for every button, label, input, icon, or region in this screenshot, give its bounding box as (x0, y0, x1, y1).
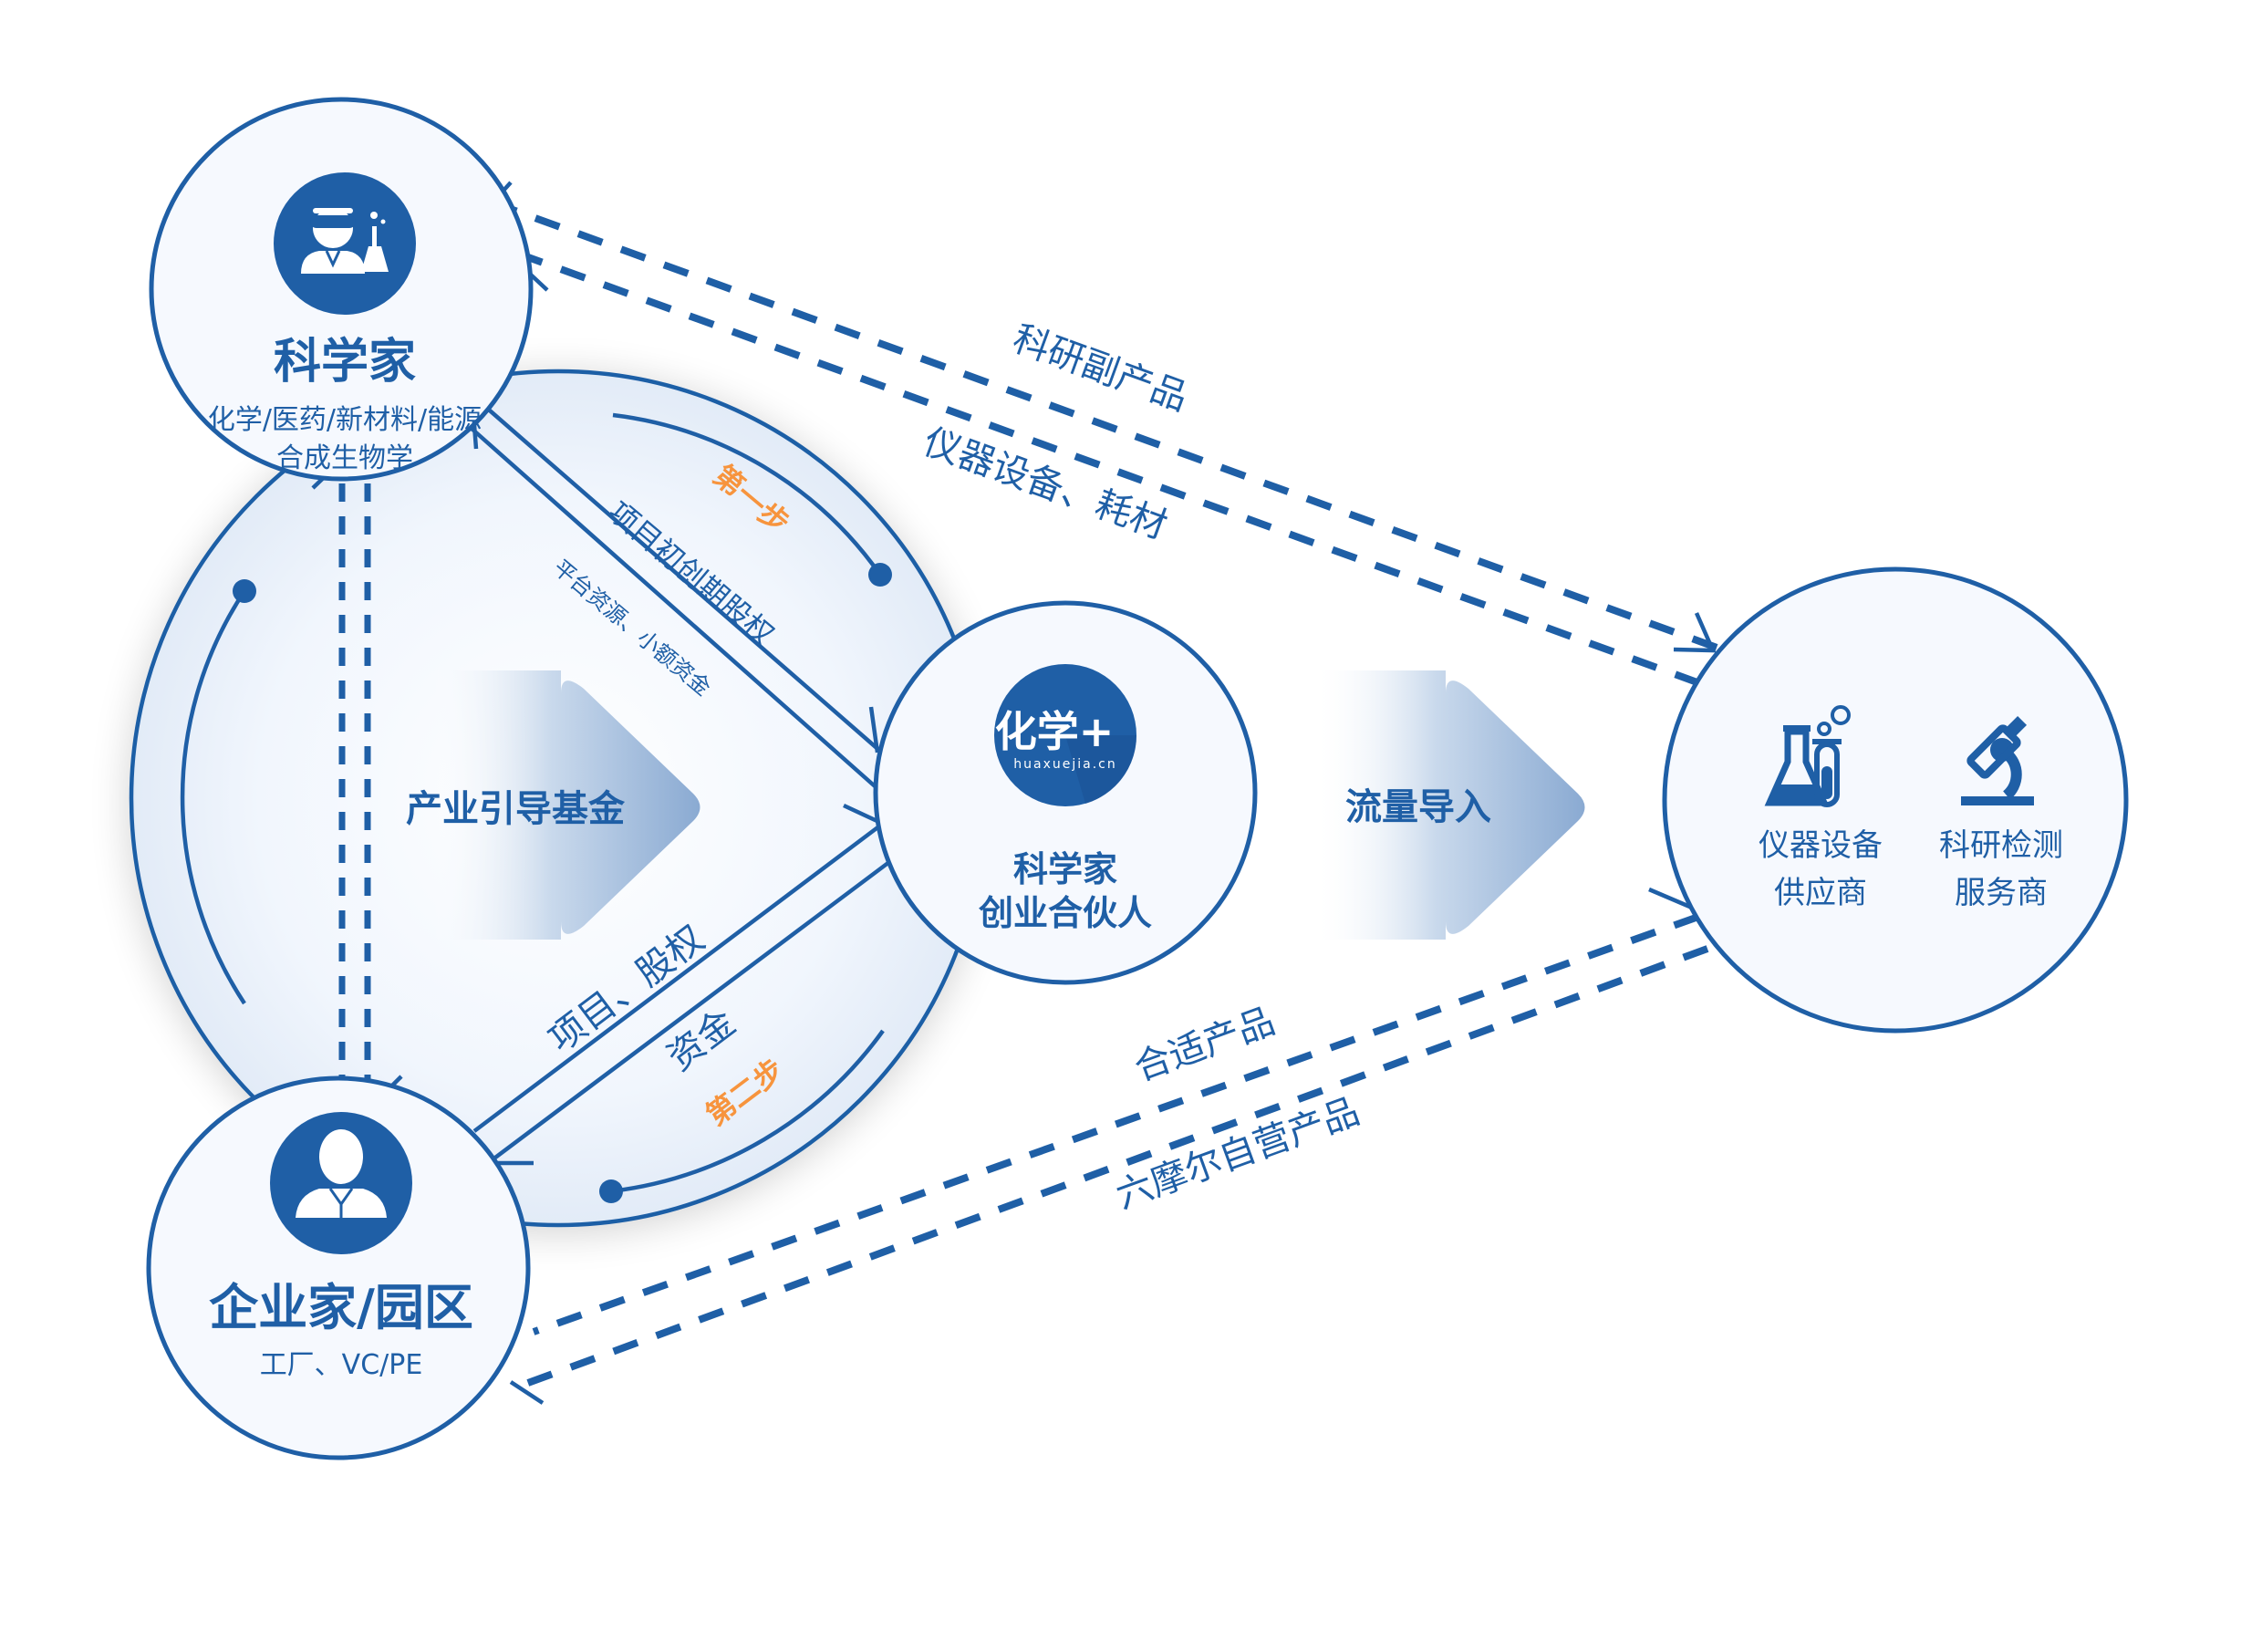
dashed-line-byproduct (491, 199, 1724, 653)
flow-line-entrepreneur-partner-2 (486, 860, 891, 1165)
dashed-line-own-products (516, 945, 1709, 1390)
suppliers-circle (1662, 566, 2129, 1034)
arrowhead-to-partner-top (868, 706, 880, 753)
traffic-arrow (1313, 670, 1585, 940)
entrepreneur-subtitle: 工厂、VC/PE (260, 1349, 423, 1381)
supplier-testing-line1: 科研检测 (1939, 827, 2063, 864)
supplier-testing-line2: 服务商 (1955, 875, 2048, 911)
huaxuejia-logo: 化学+ huaxuejia.cn (994, 664, 1137, 806)
scientist-subtitle-1: 化学/医药/新材料/能源 (208, 404, 482, 436)
dashed-line-suitable-products (532, 913, 1700, 1335)
step2-arc (599, 1029, 885, 1203)
lab-flask-icon (1764, 705, 1851, 807)
arrowhead-supplier-dashed (1648, 887, 1693, 910)
partner-title-line2: 创业合伙人 (979, 893, 1152, 933)
scientist-title: 科学家 (274, 335, 416, 390)
flow-line-entrepreneur-partner-1 (472, 824, 882, 1133)
arrowhead-top-dashed (1673, 612, 1717, 653)
fund-arrow-label: 产业引导基金 (406, 788, 626, 830)
left-cycle-arc (180, 579, 256, 1005)
logo-text: 化学+ (995, 707, 1115, 756)
scientist-subtitle-2: 合成生物学 (276, 442, 413, 474)
equipment-consumables-label: 仪器设备、耗材 (918, 421, 1173, 547)
arrowhead-entrepreneur-dashed (509, 1380, 545, 1405)
step1-arc (612, 412, 892, 587)
logo-domain: huaxuejia.cn (1013, 757, 1116, 772)
supplier-equipment-line2: 供应商 (1774, 875, 1867, 911)
flow-line-scientist-partner-1 (474, 397, 891, 761)
traffic-arrow-label: 流量导入 (1345, 786, 1491, 828)
entrepreneur-title: 企业家/园区 (209, 1279, 473, 1336)
supplier-equipment-line1: 仪器设备 (1759, 827, 1883, 864)
fund-arrow (429, 670, 700, 940)
dashed-line-equipment (516, 250, 1717, 692)
businessman-icon (270, 1112, 412, 1254)
scientist-icon (274, 172, 416, 315)
microscope-icon (1961, 715, 2034, 805)
partner-title-line1: 科学家 (1013, 849, 1117, 889)
entrepreneur-circle (146, 1075, 531, 1460)
flow-line-scientist-partner-2 (468, 425, 883, 794)
byproduct-label: 科研副产品 (1008, 317, 1194, 420)
